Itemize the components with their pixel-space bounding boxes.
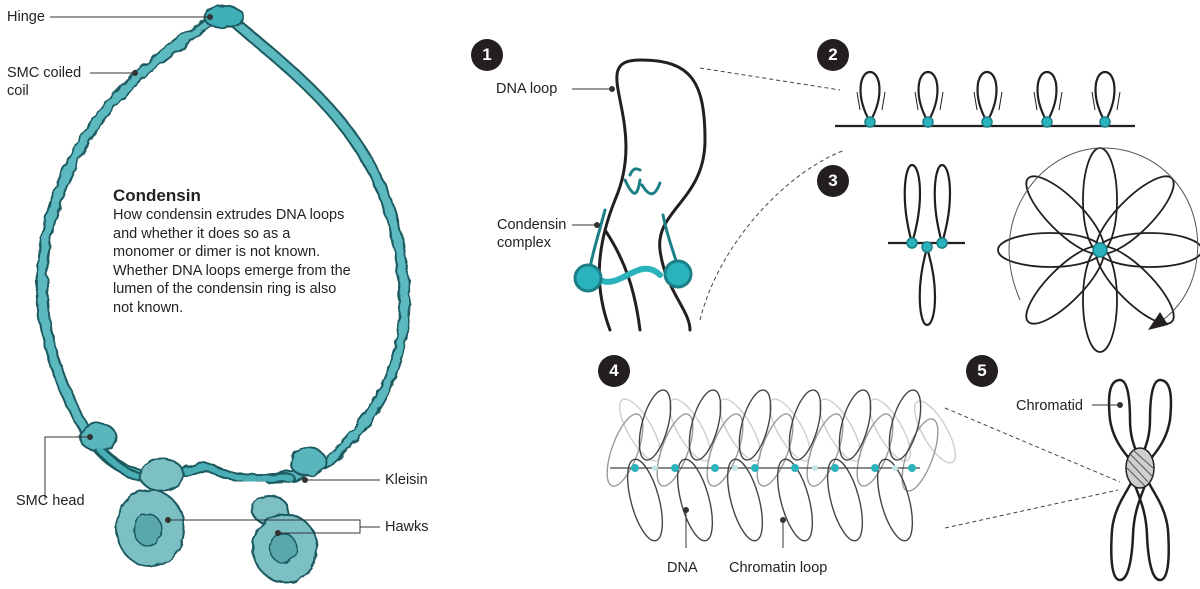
hawks-left	[115, 458, 185, 567]
panel-2-loop-array	[835, 70, 1135, 128]
chromatid-right	[1128, 378, 1173, 582]
dna-label: DNA	[667, 560, 698, 576]
kleisin-label: Kleisin	[385, 472, 428, 488]
step-badge-5: 5	[966, 355, 998, 387]
loop-2-1	[856, 70, 886, 123]
centromere	[1125, 447, 1155, 489]
smc-head-label: SMC head	[16, 493, 85, 509]
loop-2-4	[1033, 70, 1063, 123]
loop-2-5	[1091, 70, 1121, 123]
step-badge-1: 1	[471, 39, 503, 71]
smc-coiled-coil-label: SMC coiled coil	[7, 65, 82, 99]
loop-2-2	[914, 70, 944, 123]
chromatid-left	[1107, 378, 1152, 582]
step-badge-2: 2	[817, 39, 849, 71]
hawks-right	[251, 495, 318, 583]
panel-5-leaders	[1092, 402, 1123, 408]
chromatin-loop-label: Chromatin loop	[729, 560, 828, 576]
smc-head-right	[289, 447, 327, 477]
rotation-arrow	[1008, 147, 1199, 323]
hawks-label: Hawks	[385, 519, 429, 535]
dna-loop	[597, 58, 707, 332]
chromatid-label: Chromatid	[1016, 398, 1083, 414]
condensin-ring	[35, 5, 411, 583]
panel-3-rosette	[888, 147, 1200, 353]
dna-loop-label: DNA loop	[496, 81, 558, 97]
loop-2-3	[973, 70, 1003, 123]
step-badge-4: 4	[598, 355, 630, 387]
panel-4-chromatin-fiber	[606, 389, 957, 542]
panel-5-chromosome	[1107, 378, 1173, 582]
info-body: How condensin extrudes DNA loops and whe…	[113, 207, 351, 316]
hinge-label: Hinge	[7, 9, 45, 25]
condensin-info-box: Condensin How condensin extrudes DNA loo…	[113, 185, 353, 317]
step-badge-3: 3	[817, 165, 849, 197]
condensin-complex-label: Condensin complex	[497, 217, 567, 251]
info-title: Condensin	[113, 186, 201, 205]
left-leader-lines	[44, 14, 380, 536]
panel-4-leaders	[683, 507, 786, 548]
connector-lines	[699, 67, 1121, 529]
panel-1-leaders	[572, 86, 615, 228]
condensin-complex	[573, 167, 693, 293]
